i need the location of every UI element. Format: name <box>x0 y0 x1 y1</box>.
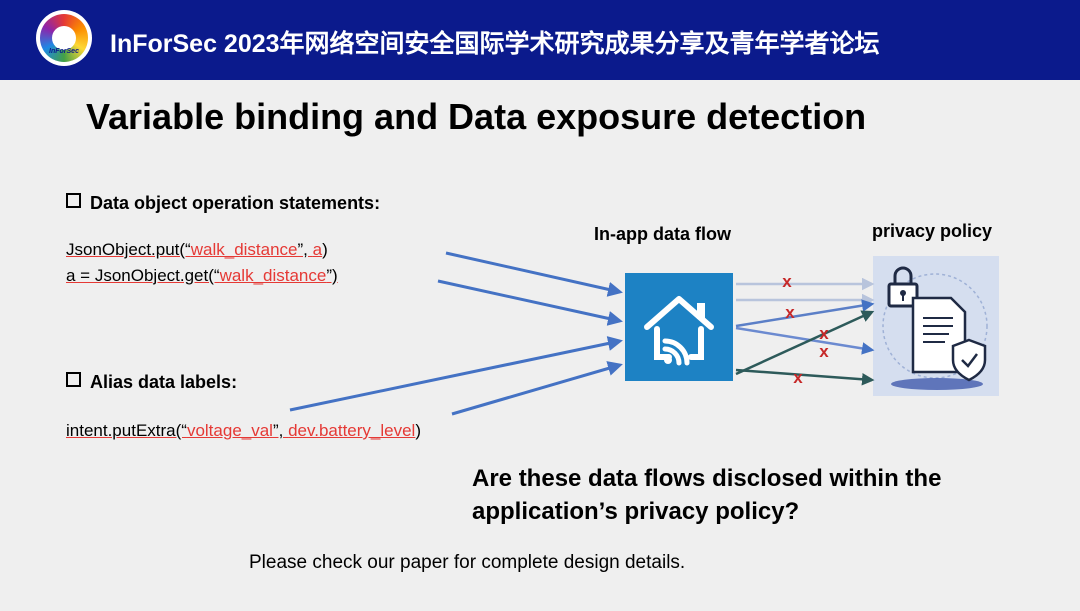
inforsec-logo: InForSec <box>36 10 92 66</box>
checkbox-bullet-icon <box>66 372 81 387</box>
footer-note: Please check our paper for complete desi… <box>249 552 686 573</box>
logo-text: InForSec <box>49 48 79 55</box>
disclosure-question: Are these data flows disclosed within th… <box>472 465 942 525</box>
code-text: a = JsonObject.get(“ <box>66 266 220 285</box>
code-key: walk_distance <box>219 266 327 285</box>
flow-arrow <box>437 279 623 326</box>
code-label: dev.battery_level <box>288 421 416 440</box>
code-key: voltage_val <box>186 421 273 440</box>
section2-heading-text: Alias data labels: <box>90 372 238 392</box>
red-x-mark: x <box>785 303 795 322</box>
app-flow-label: In-app data flow <box>594 224 731 244</box>
code-line-putextra: intent.putExtra(“voltage_val”, dev.batte… <box>66 421 421 441</box>
code-text: ) <box>415 421 422 440</box>
section2-heading: Alias data labels: <box>66 372 237 393</box>
red-x-mark: x <box>819 342 829 361</box>
section1-heading-text: Data object operation statements: <box>90 193 381 213</box>
header-title: InForSec 2023年网络空间安全国际学术研究成果分享及青年学者论坛 <box>110 30 880 58</box>
slide-title: Variable binding and Data exposure detec… <box>86 96 867 137</box>
code-line-put: JsonObject.put(“walk_distance”, a) <box>66 240 328 260</box>
section1-heading: Data object operation statements: <box>66 193 380 214</box>
code-text: ”, <box>272 421 289 440</box>
flow-arrow <box>735 299 875 328</box>
flow-arrow <box>289 336 623 412</box>
code-text: intent.putExtra(“ <box>66 421 187 440</box>
logo-core <box>52 26 76 50</box>
code-key: walk_distance <box>190 240 298 259</box>
code-text: JsonObject.put(“ <box>66 240 191 259</box>
privacy-policy-panel <box>873 256 999 396</box>
red-x-mark: x <box>793 368 803 387</box>
header-bar: InForSec InForSec 2023年网络空间安全国际学术研究成果分享及… <box>0 0 1080 80</box>
code-text: ”, <box>297 240 313 259</box>
code-text: ) <box>322 240 328 259</box>
flow-arrow <box>735 310 875 376</box>
flow-arrow <box>451 361 623 416</box>
flow-arrow <box>445 251 623 297</box>
locked-document-shield-icon <box>882 266 988 390</box>
code-var: a <box>312 240 323 259</box>
red-x-mark: x <box>819 324 829 343</box>
code-line-get: a = JsonObject.get(“walk_distance”) <box>66 266 338 286</box>
smart-home-icon <box>644 296 714 366</box>
privacy-policy-label: privacy policy <box>872 221 993 241</box>
flow-arrow <box>735 368 875 386</box>
flow-arrow <box>735 326 875 355</box>
code-text: ”) <box>326 266 338 285</box>
checkbox-bullet-icon <box>66 193 81 208</box>
red-x-mark: x <box>782 272 792 291</box>
smart-home-app-icon <box>625 273 733 381</box>
